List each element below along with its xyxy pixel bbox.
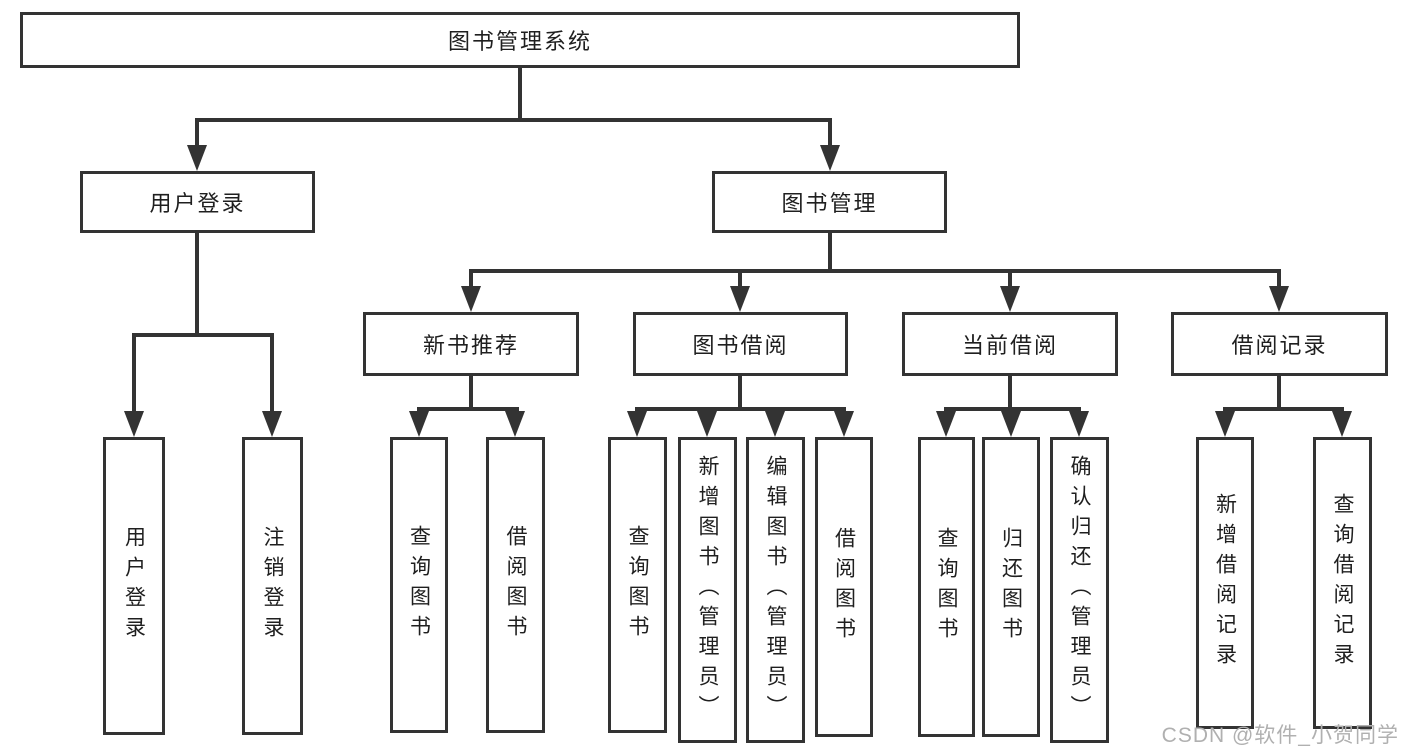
leaf-add-books-admin: 新增图书（管理员） (678, 437, 737, 743)
leaf-confirm-return-admin: 确认归还（管理员） (1050, 437, 1109, 743)
connector-line (195, 118, 199, 149)
node-label: 查询图书 (935, 527, 958, 647)
node-label: 图书借阅 (692, 333, 789, 358)
node-label: 新书推荐 (422, 333, 519, 358)
connector-line (1277, 269, 1281, 289)
connector-line (828, 118, 832, 149)
leaf-logout: 注销登录 (242, 437, 303, 735)
arrowhead-down-icon (187, 145, 207, 171)
connector-line (195, 231, 199, 337)
arrowhead-down-icon (834, 411, 854, 437)
node-label: 编辑图书（管理员） (764, 455, 787, 725)
leaf-return-books: 归还图书 (982, 437, 1040, 737)
arrowhead-down-icon (505, 411, 525, 437)
arrowhead-down-icon (461, 286, 481, 312)
connector-line (1008, 269, 1012, 289)
arrowhead-down-icon (697, 411, 717, 437)
node-label: 图书管理系统 (447, 29, 592, 54)
arrowhead-down-icon (124, 411, 144, 437)
node-user-login: 用户登录 (80, 171, 315, 233)
leaf-query-books-recommend: 查询图书 (390, 437, 448, 733)
arrowhead-down-icon (765, 411, 785, 437)
connector-line (270, 333, 274, 413)
arrowhead-down-icon (730, 286, 750, 312)
leaf-query-books-current: 查询图书 (918, 437, 975, 737)
arrowhead-down-icon (1269, 286, 1289, 312)
node-label: 用户登录 (149, 191, 246, 216)
arrowhead-down-icon (1215, 411, 1235, 437)
node-label: 查询图书 (626, 525, 649, 645)
connector-line (1008, 374, 1012, 411)
node-label: 查询借阅记录 (1331, 493, 1354, 673)
node-borrow-records: 借阅记录 (1171, 312, 1388, 376)
connector-line (469, 269, 473, 289)
node-label: 新增借阅记录 (1213, 493, 1237, 673)
node-current-borrow: 当前借阅 (902, 312, 1118, 376)
arrowhead-down-icon (262, 411, 282, 437)
node-label: 当前借阅 (961, 333, 1058, 358)
connector-line (132, 333, 136, 413)
connector-line (1223, 407, 1344, 411)
node-label: 用户登录 (122, 526, 146, 646)
connector-line (518, 66, 522, 120)
connector-line (195, 118, 832, 122)
leaf-edit-books-admin: 编辑图书（管理员） (746, 437, 805, 743)
arrowhead-down-icon (936, 411, 956, 437)
leaf-query-books-borrow: 查询图书 (608, 437, 667, 733)
node-book-management: 图书管理 (712, 171, 947, 233)
node-new-book-recommend: 新书推荐 (363, 312, 579, 376)
node-label: 借阅图书 (832, 527, 856, 647)
connector-line (1277, 374, 1281, 411)
arrowhead-down-icon (1000, 286, 1020, 312)
connector-line (828, 231, 832, 273)
node-label: 注销登录 (261, 526, 284, 646)
node-library-system: 图书管理系统 (20, 12, 1020, 68)
leaf-add-borrow-record: 新增借阅记录 (1196, 437, 1254, 729)
arrowhead-down-icon (627, 411, 647, 437)
leaf-borrow-books-recommend: 借阅图书 (486, 437, 545, 733)
connector-line (738, 269, 742, 289)
arrowhead-down-icon (1001, 411, 1021, 437)
connector-line (469, 374, 473, 411)
arrowhead-down-icon (409, 411, 429, 437)
arrowhead-down-icon (1332, 411, 1352, 437)
leaf-query-borrow-record: 查询借阅记录 (1313, 437, 1372, 729)
node-label: 新增图书（管理员） (696, 455, 719, 725)
connector-line (944, 407, 1081, 411)
arrowhead-down-icon (1069, 411, 1089, 437)
leaf-user-login: 用户登录 (103, 437, 165, 735)
node-label: 图书管理 (781, 191, 878, 216)
connector-line (469, 269, 1281, 273)
connector-line (738, 374, 742, 411)
node-label: 归还图书 (999, 527, 1023, 647)
watermark: CSDN @软件_小贺同学 (1161, 724, 1399, 747)
node-label: 确认归还（管理员） (1068, 455, 1091, 725)
connector-line (417, 407, 519, 411)
node-label: 借阅图书 (504, 525, 527, 645)
node-label: 查询图书 (407, 525, 431, 645)
connector-line (635, 407, 846, 411)
node-label: 借阅记录 (1231, 333, 1328, 358)
node-book-borrow: 图书借阅 (633, 312, 848, 376)
leaf-borrow-books: 借阅图书 (815, 437, 873, 737)
connector-line (132, 333, 274, 337)
arrowhead-down-icon (820, 145, 840, 171)
